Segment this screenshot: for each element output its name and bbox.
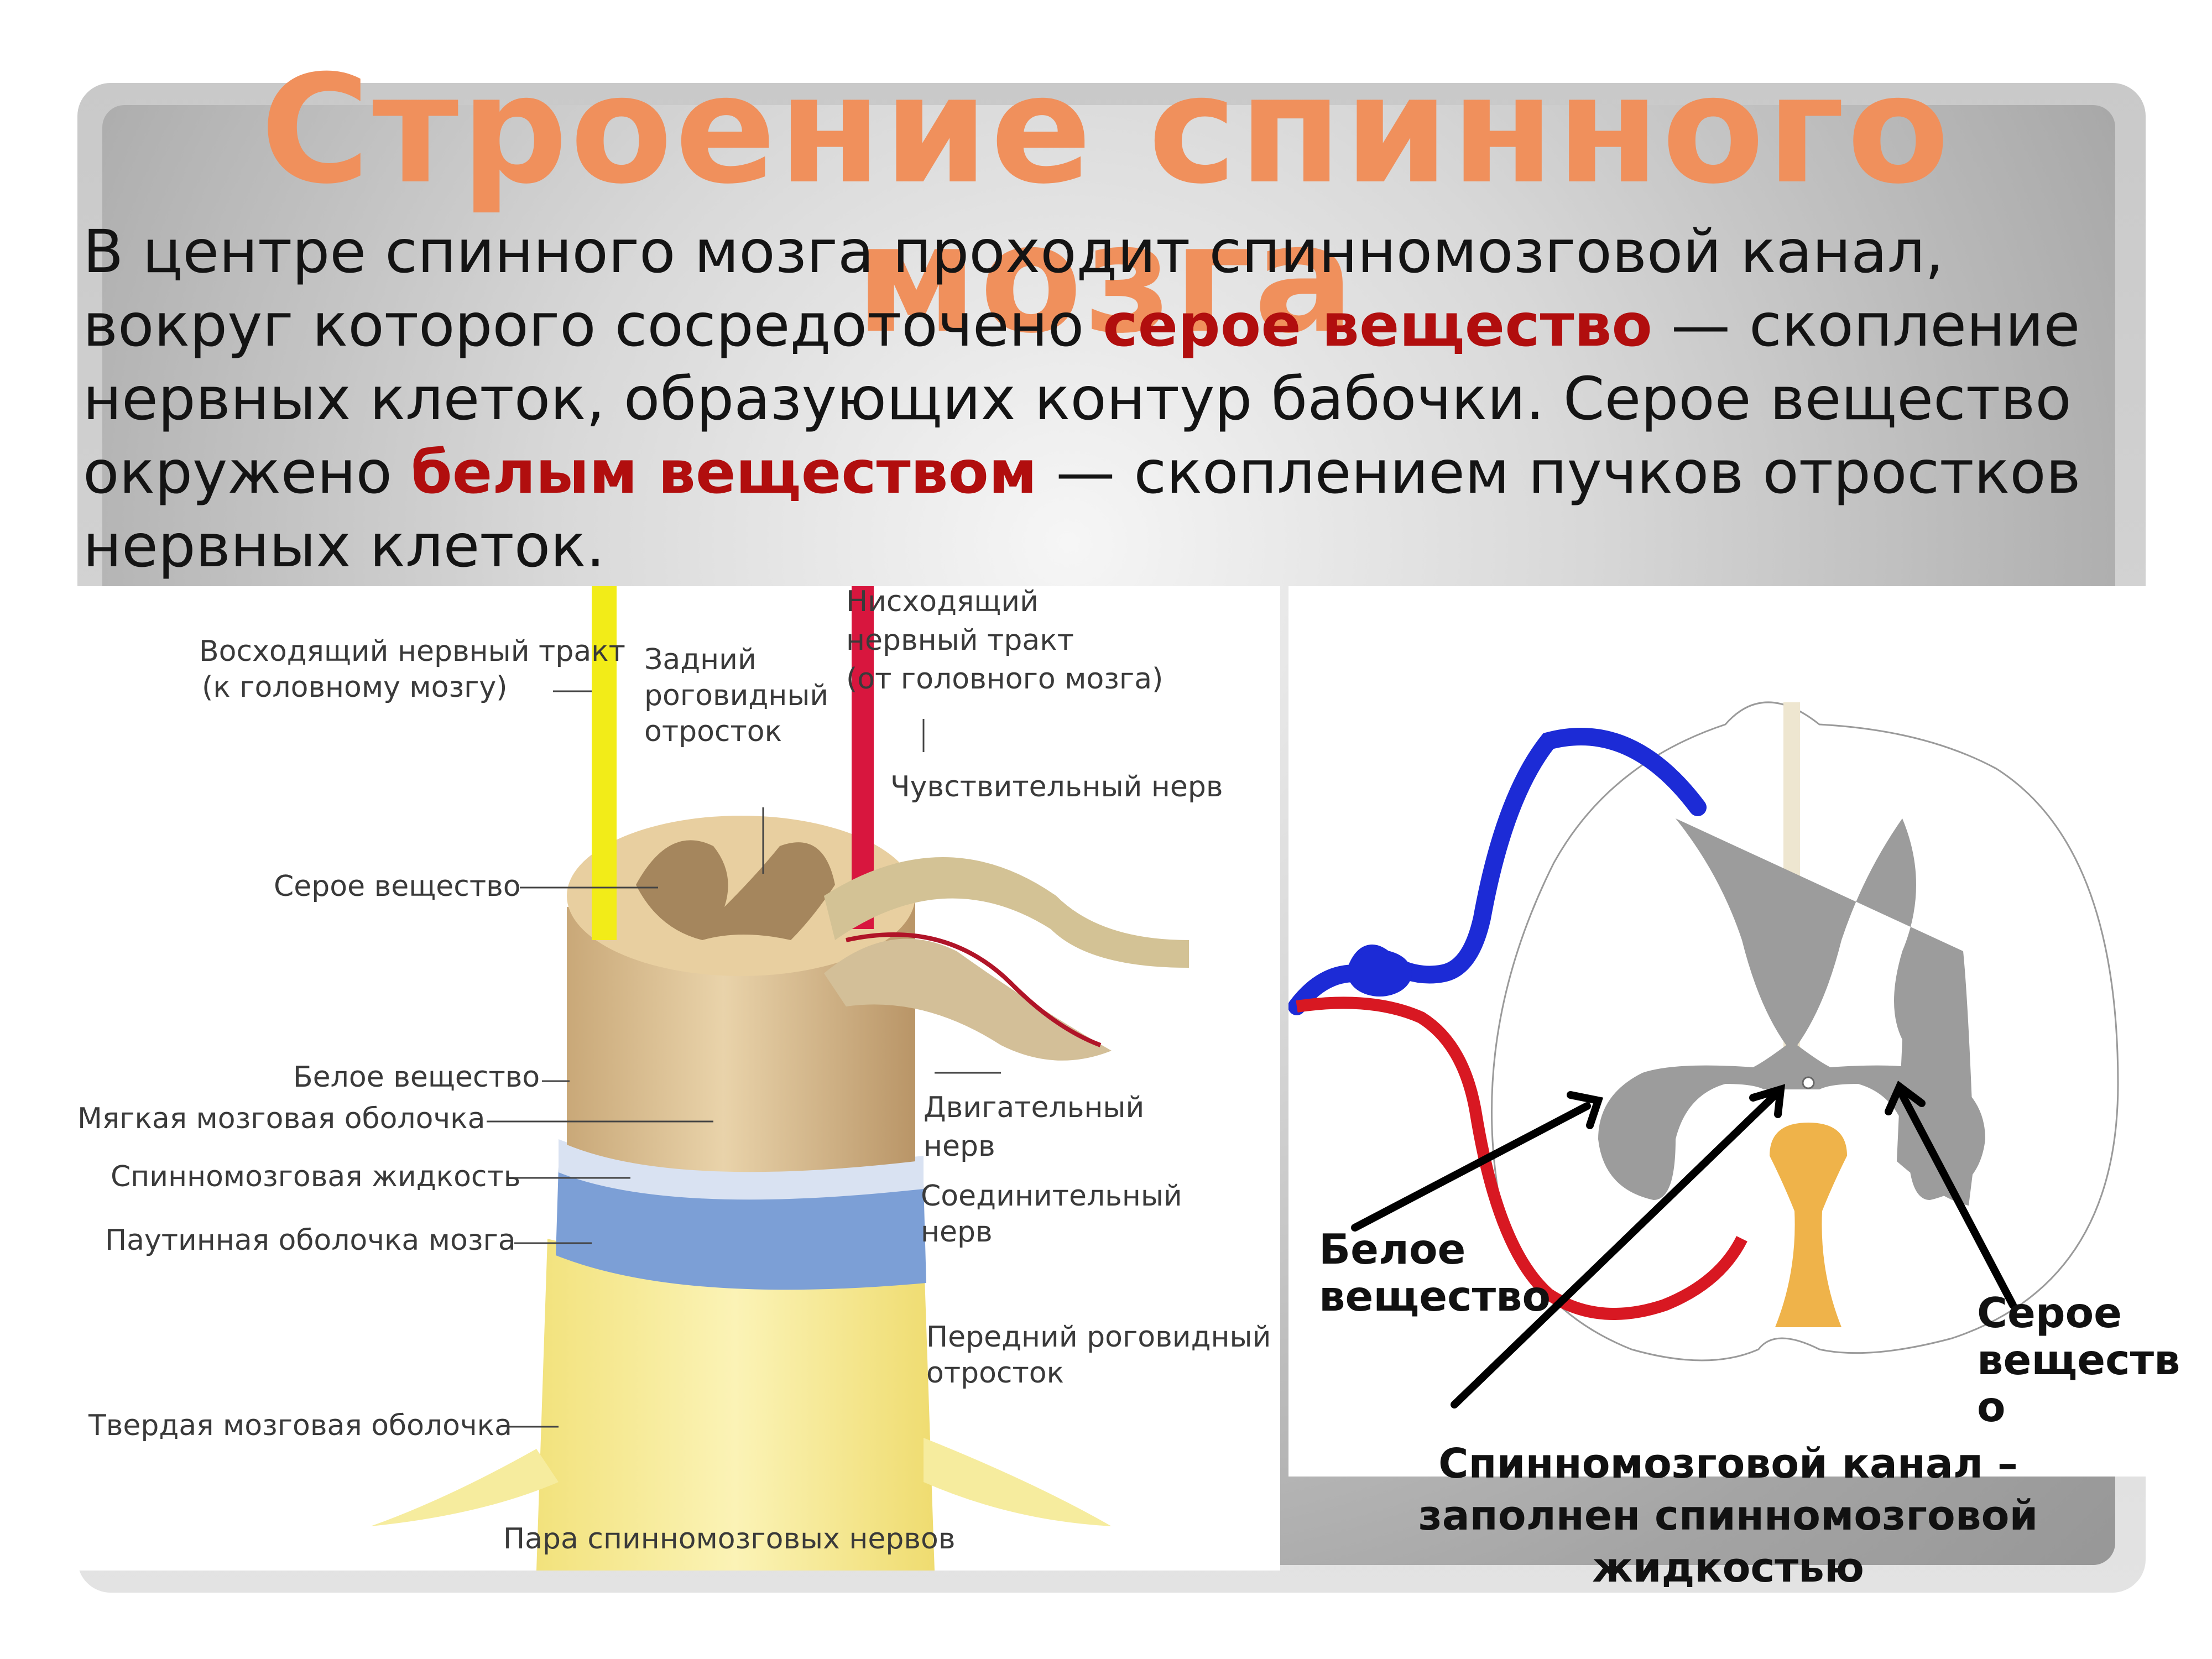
central-canal <box>1803 1077 1814 1088</box>
label-white-matter: Белое вещество <box>293 1061 540 1094</box>
label-posterior-horn-1: Задний <box>644 643 757 676</box>
canal-caption-line-2: заполнен спинномозговой <box>1288 1490 2168 1542</box>
label-motor-nerve-2: нерв <box>924 1130 995 1163</box>
label-motor-nerve-1: Двигательный <box>924 1091 1144 1124</box>
label-ascending-tract-2: (к головному мозгу) <box>202 671 507 704</box>
label-arachnoid: Паутинная оболочка мозга <box>105 1224 516 1257</box>
body-paragraph: В центре спинного мозга проходит спинном… <box>83 216 2162 583</box>
label-posterior-horn-3: отросток <box>644 715 782 748</box>
nerve-root-right <box>924 1438 1112 1526</box>
canal-caption: Спинномозговой канал – заполнен спинномо… <box>1288 1438 2168 1594</box>
canal-caption-line-3: жидкостью <box>1288 1542 2168 1594</box>
spinal-cord-3d-illustration: Восходящий нервный тракт (к головному мо… <box>61 586 1280 1571</box>
label-gray-matter: Серое вещество <box>274 870 521 903</box>
label-sensory-nerve: Чувствительный нерв <box>890 770 1223 804</box>
label-white-matter-2: вещество <box>1319 1272 1551 1321</box>
label-white-matter-1: Белое <box>1319 1225 1465 1274</box>
label-anterior-horn-2: отросток <box>926 1357 1064 1390</box>
spinal-cord-3d-svg: Восходящий нервный тракт (к головному мо… <box>61 586 1280 1571</box>
label-csf: Спинномозговая жидкость <box>111 1160 520 1193</box>
label-descending-tract-2: нервный тракт <box>846 624 1074 657</box>
canal-caption-line-1: Спинномозговой канал – <box>1288 1438 2168 1490</box>
highlight-white-matter: белым веществом <box>411 439 1037 507</box>
label-dura-mater: Твердая мозговая оболочка <box>88 1409 512 1442</box>
label-connective-nerve-1: Соединительный <box>921 1180 1182 1213</box>
spinal-ganglion <box>1348 950 1412 997</box>
label-descending-tract-1: Нисходящий <box>846 586 1039 618</box>
label-spinal-nerves: Пара спинномозговых нервов <box>503 1522 956 1556</box>
label-anterior-horn-1: Передний роговидный <box>926 1321 1271 1354</box>
spinal-cord-cross-section: Белое вещество Серое веществ о <box>1288 586 2179 1477</box>
label-pia-mater: Мягкая мозговая оболочка <box>77 1102 485 1135</box>
label-connective-nerve-2: нерв <box>921 1215 993 1249</box>
highlight-gray-matter: серое вещество <box>1103 291 1652 360</box>
label-gray-matter-1: Серое <box>1977 1288 2122 1337</box>
label-ascending-tract-1: Восходящий нервный тракт <box>199 635 625 668</box>
nerve-root-left <box>371 1449 559 1526</box>
label-gray-matter-3: о <box>1977 1383 2006 1431</box>
label-posterior-horn-2: роговидный <box>644 679 828 712</box>
label-gray-matter-2: веществ <box>1977 1335 2179 1384</box>
label-descending-tract-3: (от головного мозга) <box>846 662 1163 696</box>
cross-section-svg: Белое вещество Серое веществ о <box>1288 586 2179 1477</box>
